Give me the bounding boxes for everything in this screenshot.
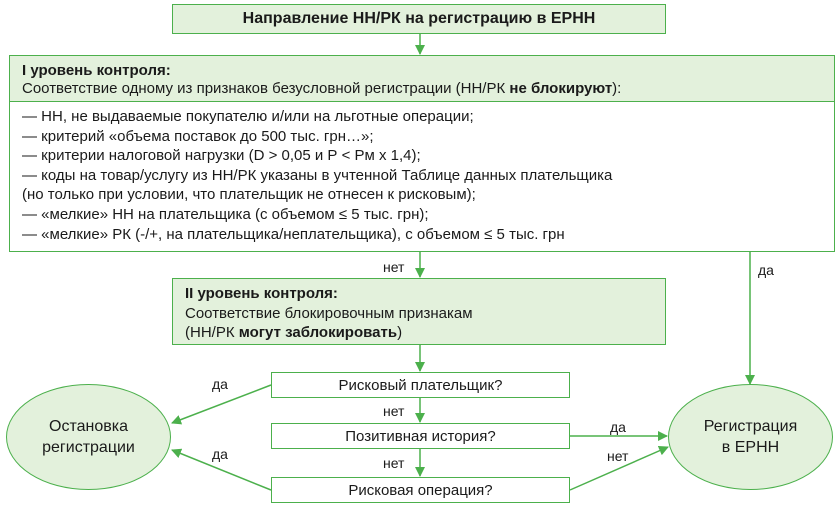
stop-line1: Остановка	[49, 418, 128, 435]
reg-line1: Регистрация	[703, 418, 798, 435]
level1-desc-bold: не блокируют	[509, 80, 613, 97]
criteria-item: — коды на товар/услугу из НН/РК указаны …	[22, 166, 613, 184]
arrow-q1-to-stop	[171, 384, 272, 425]
arrow-q3-to-registration	[569, 446, 669, 491]
label-yes-q3: да	[212, 446, 228, 462]
level1-criteria-list: — НН, не выдаваемые покупателю и/или на …	[9, 102, 835, 252]
question-risky-payer-label: Рисковый плательщик?	[338, 376, 503, 394]
label-no-q1: нет	[383, 403, 405, 419]
criteria-item: — критерий «объема поставок до 500 тыс. …	[22, 127, 374, 145]
label-yes-q2: да	[610, 419, 626, 435]
label-no-q3: нет	[607, 448, 629, 464]
level2-description: Соответствие блокировочным признакам	[185, 304, 473, 322]
registration-oval: Регистрация в ЕРНН	[668, 384, 833, 490]
level1-header: I уровень контроля: Соответствие одному …	[9, 55, 835, 102]
criteria-item: — «мелкие» НН на плательщика (с объемом …	[22, 205, 429, 223]
label-yes-level1: да	[758, 262, 774, 278]
level1-description: Соответствие одному из признаков безусло…	[22, 80, 822, 98]
level1-title: I уровень контроля:	[22, 62, 171, 79]
start-box-label: Направление НН/РК на регистрацию в ЕРНН	[242, 10, 596, 27]
level2-title: II уровень контроля:	[185, 285, 338, 302]
level2-note-post: )	[397, 324, 403, 341]
question-risky-operation-label: Рисковая операция?	[348, 481, 493, 499]
level2-note: (НН/РК могут заблокировать)	[185, 323, 653, 343]
reg-line2: в ЕРНН	[721, 439, 780, 456]
question-risky-payer: Рисковый плательщик?	[271, 372, 570, 398]
label-no-q2: нет	[383, 455, 405, 471]
label-no-level1: нет	[383, 259, 405, 275]
criteria-item: — НН, не выдаваемые покупателю и/или на …	[22, 108, 474, 125]
question-risky-operation: Рисковая операция?	[271, 477, 570, 503]
criteria-item: — критерии налоговой нагрузки (D > 0,05 …	[22, 147, 421, 165]
question-positive-history-label: Позитивная история?	[345, 427, 496, 445]
level1-desc-post: ):	[612, 80, 622, 97]
label-yes-q1: да	[212, 376, 228, 392]
criteria-item: — «мелкие» РК (-/+, на плательщика/непла…	[22, 225, 565, 243]
level2-note-bold: могут заблокировать	[238, 324, 398, 341]
stop-line2: регистрации	[42, 439, 135, 456]
level2-box: II уровень контроля: Соответствие блокир…	[172, 278, 666, 345]
stop-registration-oval: Остановка регистрации	[6, 384, 171, 490]
question-positive-history: Позитивная история?	[271, 423, 570, 449]
level2-note-pre: (НН/РК	[185, 324, 239, 341]
level1-desc-pre: Соответствие одному из признаков безусло…	[22, 80, 510, 97]
start-box: Направление НН/РК на регистрацию в ЕРНН	[172, 4, 666, 34]
arrow-q3-to-stop	[171, 448, 272, 491]
criteria-item: (но только при условии, что плательщик н…	[22, 186, 476, 204]
